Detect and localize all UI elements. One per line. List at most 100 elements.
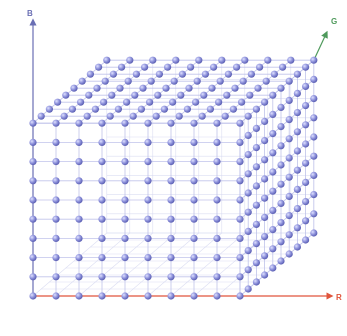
lattice-sphere: [106, 112, 114, 120]
lattice-sphere: [70, 84, 78, 92]
lattice-sphere: [170, 77, 178, 85]
lattice-sphere: [246, 91, 254, 99]
lattice-sphere: [233, 63, 241, 71]
lattice-sphere: [310, 171, 318, 179]
lattice-sphere: [213, 138, 221, 146]
grid-line: [147, 232, 222, 297]
lattice-sphere: [29, 292, 37, 300]
lattice-sphere: [231, 84, 239, 92]
lattice-sphere: [293, 224, 301, 232]
lattice-sphere: [60, 112, 68, 120]
lattice-sphere: [144, 292, 152, 300]
lattice-sphere: [213, 273, 221, 281]
lattice-sphere: [302, 82, 310, 90]
lattice-sphere: [270, 70, 278, 78]
lattice-sphere: [75, 196, 83, 204]
lattice-sphere: [224, 70, 232, 78]
grid-line: [101, 232, 176, 297]
lattice-sphere: [152, 112, 160, 120]
lattice-sphere: [144, 119, 152, 127]
lattice-sphere: [52, 273, 60, 281]
lattice-sphere: [244, 112, 252, 120]
lattice-sphere: [262, 77, 270, 85]
lattice-sphere: [261, 98, 269, 106]
lattice-sphere: [29, 273, 37, 281]
lattice-sphere: [244, 285, 252, 293]
lattice-sphere: [29, 196, 37, 204]
lattice-sphere: [98, 196, 106, 204]
lattice-sphere: [190, 119, 198, 127]
lattice-sphere: [195, 56, 203, 64]
lattice-sphere: [310, 152, 318, 160]
right-face-line: [239, 213, 315, 278]
lattice-sphere: [208, 84, 216, 92]
lattice-sphere: [285, 116, 293, 124]
top-face-line: [55, 59, 131, 124]
lattice-sphere: [269, 168, 277, 176]
lattice-sphere: [269, 110, 277, 118]
lattice-sphere: [302, 63, 310, 71]
lattice-sphere: [277, 84, 285, 92]
lattice-sphere: [52, 119, 60, 127]
lattice-sphere: [162, 84, 170, 92]
lattice-sphere: [172, 56, 180, 64]
lattice-sphere: [167, 196, 175, 204]
lattice-sphere: [244, 247, 252, 255]
lattice-sphere: [285, 135, 293, 143]
lattice-sphere: [95, 63, 103, 71]
lattice-sphere: [241, 56, 249, 64]
lattice-sphere: [118, 63, 126, 71]
lattice-sphere: [269, 130, 277, 138]
lattice-sphere: [215, 98, 223, 106]
lattice-sphere: [144, 158, 152, 166]
lattice-sphere: [139, 84, 147, 92]
lattice-sphere: [101, 77, 109, 85]
grid-line: [78, 232, 153, 297]
lattice-sphere: [154, 91, 162, 99]
lattice-sphere: [236, 215, 244, 223]
lattice-sphere: [236, 158, 244, 166]
lattice-sphere: [144, 215, 152, 223]
lattice-sphere: [29, 234, 37, 242]
lattice-sphere: [252, 105, 260, 113]
lattice-sphere: [144, 254, 152, 262]
right-face-line: [239, 194, 315, 258]
lattice-sphere: [98, 158, 106, 166]
lattice-sphere: [293, 89, 301, 97]
lattice-sphere: [75, 254, 83, 262]
lattice-sphere: [285, 96, 293, 104]
lattice-sphere: [169, 98, 177, 106]
lattice-sphere: [103, 56, 111, 64]
lattice-sphere: [310, 56, 318, 64]
lattice-sphere: [302, 159, 310, 167]
lattice-sphere: [310, 75, 318, 83]
lattice-sphere: [213, 158, 221, 166]
lattice-sphere: [236, 273, 244, 281]
lattice-sphere: [293, 147, 301, 155]
lattice-sphere: [244, 227, 252, 235]
lattice-sphere: [247, 70, 255, 78]
lattice-sphere: [244, 266, 252, 274]
lattice-sphere: [52, 234, 60, 242]
lattice-sphere: [98, 215, 106, 223]
lattice-sphere: [293, 70, 301, 78]
lattice-sphere: [98, 292, 106, 300]
lattice-sphere: [302, 236, 310, 244]
lattice-sphere: [121, 273, 129, 281]
lattice-sphere: [75, 158, 83, 166]
lattice-sphere: [52, 138, 60, 146]
lattice-sphere: [52, 196, 60, 204]
lattice-sphere: [252, 259, 260, 267]
lattice-sphere: [75, 292, 83, 300]
grid-line: [124, 232, 199, 297]
lattice-sphere: [277, 257, 285, 265]
top-face-line: [216, 59, 292, 124]
lattice-sphere: [144, 177, 152, 185]
lattice-sphere: [114, 105, 122, 113]
lattice-sphere: [252, 220, 260, 228]
lattice-sphere: [190, 292, 198, 300]
lattice-sphere: [121, 254, 129, 262]
lattice-sphere: [252, 144, 260, 152]
lattice-sphere: [277, 161, 285, 169]
